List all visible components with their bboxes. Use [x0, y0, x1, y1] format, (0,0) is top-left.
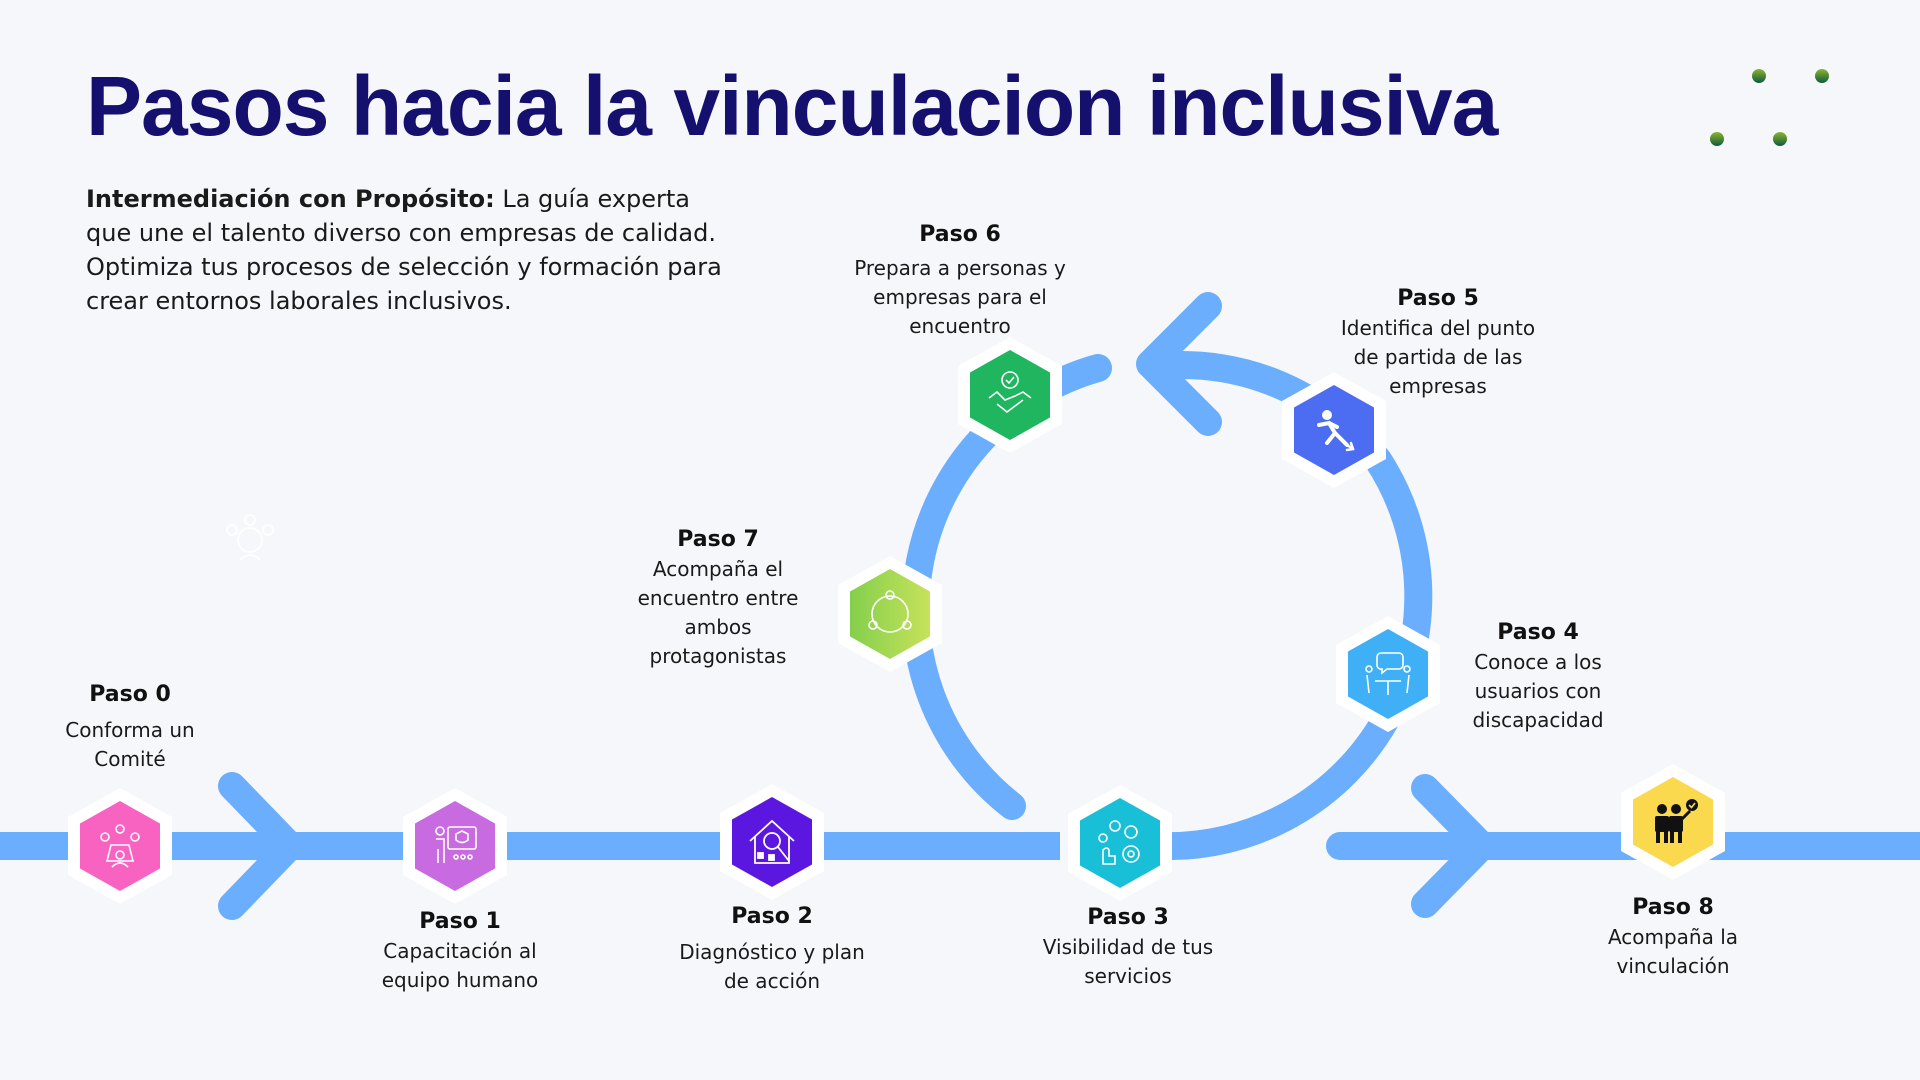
step-6-node[interactable] — [958, 337, 1062, 453]
intro-paragraph: Intermediación con Propósito: La guía ex… — [86, 182, 726, 318]
step-4-desc: Conoce a los usuarios con discapacidad — [1472, 650, 1604, 732]
page-title: Pasos hacia la vinculacion inclusiva — [86, 59, 1498, 153]
step-0-label: Paso 0 Conforma un Comité — [45, 680, 215, 774]
step-5-node[interactable] — [1282, 372, 1386, 488]
step-1-node[interactable] — [403, 788, 507, 904]
step-8-node[interactable] — [1621, 764, 1725, 880]
step-2-desc: Diagnóstico y plan de acción — [679, 940, 865, 993]
step-1-title: Paso 1 — [419, 909, 501, 934]
dot-grid-logo-icon — [1710, 69, 1829, 146]
step-8-title: Paso 8 — [1632, 895, 1714, 920]
step-6-label: Paso 6 Prepara a personas y empresas par… — [850, 220, 1070, 341]
step-3-label: Paso 3 Visibilidad de tus servicios — [1038, 903, 1218, 991]
step-1-label: Paso 1 Capacitación al equipo humano — [360, 907, 560, 995]
step-7-node[interactable] — [838, 556, 942, 672]
step-8-desc: Acompaña la vinculación — [1607, 925, 1739, 978]
step-5-title: Paso 5 — [1397, 286, 1479, 311]
step-7-desc: Acompaña el encuentro entre ambos protag… — [637, 557, 799, 668]
step-3-title: Paso 3 — [1087, 905, 1169, 930]
step-5-desc: Identifica del punto de partida de las e… — [1340, 316, 1536, 398]
step-5-label: Paso 5 Identifica del punto de partida d… — [1328, 284, 1548, 401]
step-0-desc: Conforma un Comité — [65, 718, 195, 771]
conversation-table-icon — [1365, 652, 1411, 695]
runner-start-icon — [1317, 410, 1355, 452]
services-touch-icon — [1098, 820, 1140, 865]
intro-text: La guía experta que une el talento diver… — [86, 185, 722, 315]
handshake-check-icon — [988, 371, 1032, 414]
house-search-icon — [749, 819, 795, 864]
step-4-label: Paso 4 Conoce a los usuarios con discapa… — [1458, 618, 1618, 735]
team-circle-icon — [868, 590, 912, 633]
step-4-node[interactable] — [1336, 616, 1440, 732]
step-3-node[interactable] — [1068, 785, 1172, 901]
step-0-title: Paso 0 — [89, 682, 171, 707]
step-2-node[interactable] — [720, 784, 824, 900]
step-6-desc: Prepara a personas y empresas para el en… — [854, 256, 1066, 338]
training-presentation-icon — [435, 826, 477, 863]
committee-meeting-icon — [100, 824, 140, 868]
step-1-desc: Capacitación al equipo humano — [381, 939, 539, 992]
step-0-node[interactable] — [68, 788, 172, 904]
step-7-label: Paso 7 Acompaña el encuentro entre ambos… — [628, 525, 808, 671]
step-3-desc: Visibilidad de tus servicios — [1042, 935, 1214, 988]
step-7-title: Paso 7 — [677, 527, 759, 552]
step-6-title: Paso 6 — [919, 222, 1001, 247]
head-cogs-icon — [226, 514, 274, 561]
step-4-title: Paso 4 — [1497, 620, 1579, 645]
business-approval-icon — [1655, 799, 1698, 843]
step-2-title: Paso 2 — [731, 904, 813, 929]
step-8-label: Paso 8 Acompaña la vinculación — [1583, 893, 1763, 981]
step-2-label: Paso 2 Diagnóstico y plan de acción — [672, 902, 872, 996]
intro-bold-lead: Intermediación con Propósito: — [86, 185, 495, 213]
